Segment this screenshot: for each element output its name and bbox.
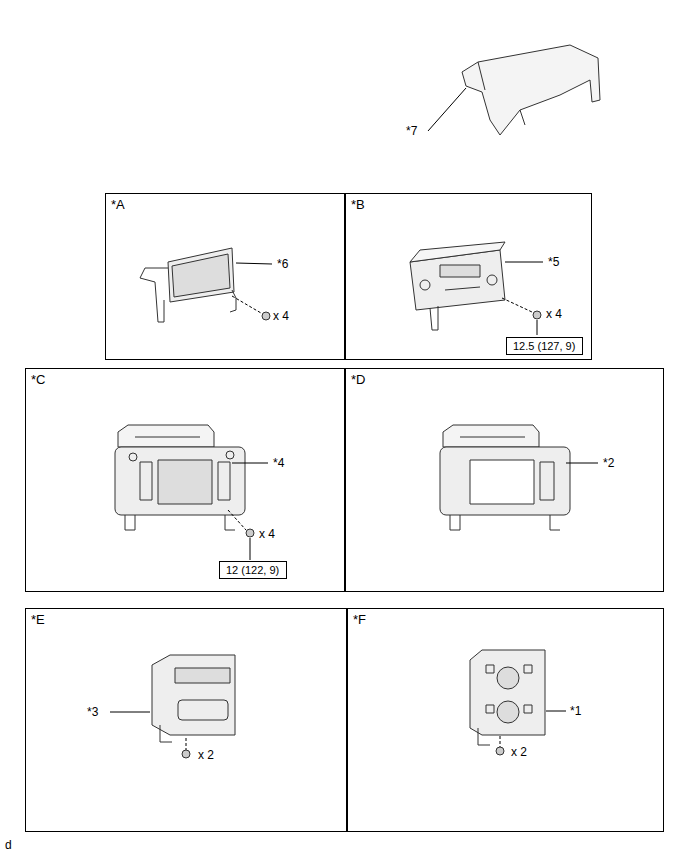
torque-value: 12 (122, 9) xyxy=(226,564,280,576)
instrument-cluster-cover xyxy=(428,45,600,135)
heater-control-panel xyxy=(470,650,566,755)
panel-letter: *A xyxy=(111,197,125,212)
callout-number: *7 xyxy=(405,124,418,138)
panel-letter: *F xyxy=(353,612,366,627)
callout-number: *5 xyxy=(547,255,560,269)
bolt-count: x 2 xyxy=(197,748,215,762)
bolt-count: x 4 xyxy=(545,307,563,321)
callout-number: *3 xyxy=(86,705,99,719)
bolt-count: x 2 xyxy=(510,745,528,759)
callout-number: *1 xyxy=(569,704,582,718)
variant-panel: *C 12 (122, 9) xyxy=(25,368,345,592)
panel-letter: *D xyxy=(351,372,365,387)
torque-value: 12.5 (127, 9) xyxy=(513,340,576,352)
radio-receiver xyxy=(410,242,543,335)
variant-panel: *A xyxy=(105,193,345,360)
callout-number: *2 xyxy=(602,456,615,470)
variant-panel: *F xyxy=(347,608,664,832)
torque-spec-box: 12.5 (127, 9) xyxy=(506,337,583,355)
bolt-count: x 4 xyxy=(272,309,290,323)
panel-letter: *B xyxy=(351,197,365,212)
center-panel xyxy=(440,425,598,530)
panel-letter: *E xyxy=(31,612,45,627)
display-unit xyxy=(140,248,272,322)
variant-panel: *D xyxy=(345,368,664,592)
torque-spec-box: 12 (122, 9) xyxy=(219,561,287,579)
callout-number: *6 xyxy=(276,257,289,271)
callout-number: *4 xyxy=(272,456,285,470)
variant-panel: *B 12.5 (127, 9) xyxy=(345,193,592,360)
navigation-panel xyxy=(115,425,268,560)
air-conditioning-panel xyxy=(110,655,235,758)
panel-letter: *C xyxy=(31,372,45,387)
bolt-count: x 4 xyxy=(258,527,276,541)
variant-panel: *E xyxy=(25,608,347,832)
page-mark: d xyxy=(4,838,13,852)
